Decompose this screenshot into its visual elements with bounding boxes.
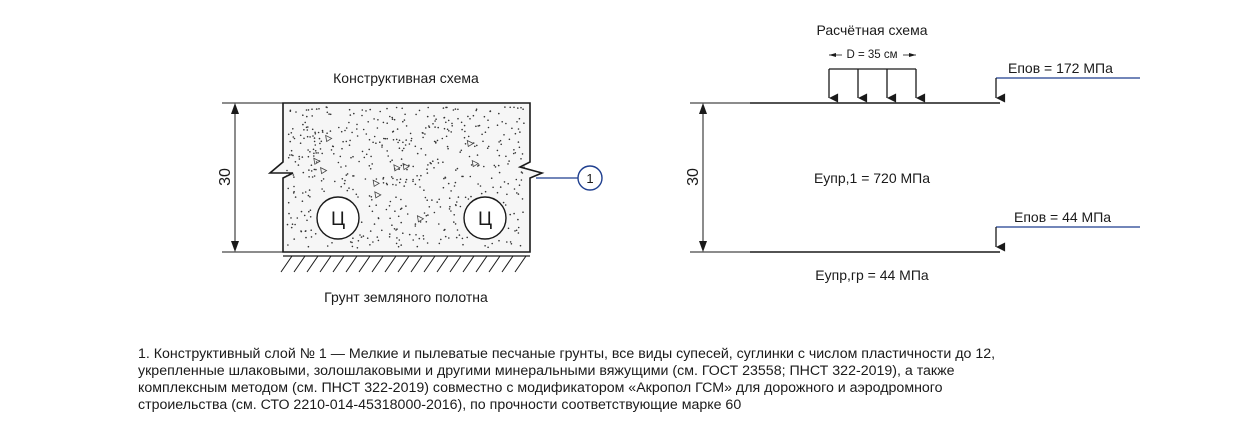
layer-description-note: 1. Конструктивный слой № 1 — Мелкие и пы… (138, 346, 1138, 414)
bottom-modulus-marker: Eпов = 44 МПа (995, 209, 1140, 252)
layer-marker: 1 (536, 165, 603, 191)
thickness-dimension-right: 30 (685, 102, 750, 253)
layer-marker-number: 1 (586, 171, 593, 186)
pipe-left-letter: Ц (331, 209, 345, 230)
thickness-dimension-left: 30 (217, 102, 283, 253)
pipe-left: Ц (316, 196, 360, 240)
note-line: 1. Конструктивный слой № 1 — Мелкие и пы… (138, 346, 996, 362)
thickness-value-left: 30 (217, 168, 234, 186)
thickness-value-right: 30 (685, 168, 702, 186)
note-line: строиельства (см. СТО 2210-014-45318000-… (138, 397, 742, 413)
bottom-modulus-label: Eпов = 44 МПа (1014, 209, 1111, 225)
calculation-scheme: Расчётная схема D = 35 см Eпов = 172 МПа (685, 22, 1140, 283)
note-line: укрепленные шлаковыми, золошлаковыми и д… (138, 363, 955, 379)
load-diameter-label: D = 35 см (846, 49, 897, 61)
ground-hatching (280, 255, 527, 273)
top-modulus-marker: Eпов = 172 МПа (995, 60, 1140, 103)
subgrade-modulus-label: Eупр,гр = 44 МПа (815, 267, 929, 283)
layer-texture (286, 106, 525, 249)
note-line: комплексным методом (см. ПНСТ 322-2019) … (138, 380, 943, 396)
pipe-right-letter: Ц (478, 209, 492, 230)
construction-scheme: Конструктивная схема Ц Ц Грунт земляного… (217, 70, 603, 305)
layer-modulus-label: Eупр,1 = 720 МПа (814, 170, 930, 186)
calculation-scheme-title: Расчётная схема (816, 22, 927, 38)
construction-scheme-title: Конструктивная схема (333, 70, 479, 86)
pipe-right: Ц (463, 196, 507, 240)
load-arrows (828, 53, 926, 103)
top-modulus-label: Eпов = 172 МПа (1008, 60, 1113, 76)
subgrade-label: Грунт земляного полотна (324, 289, 488, 305)
